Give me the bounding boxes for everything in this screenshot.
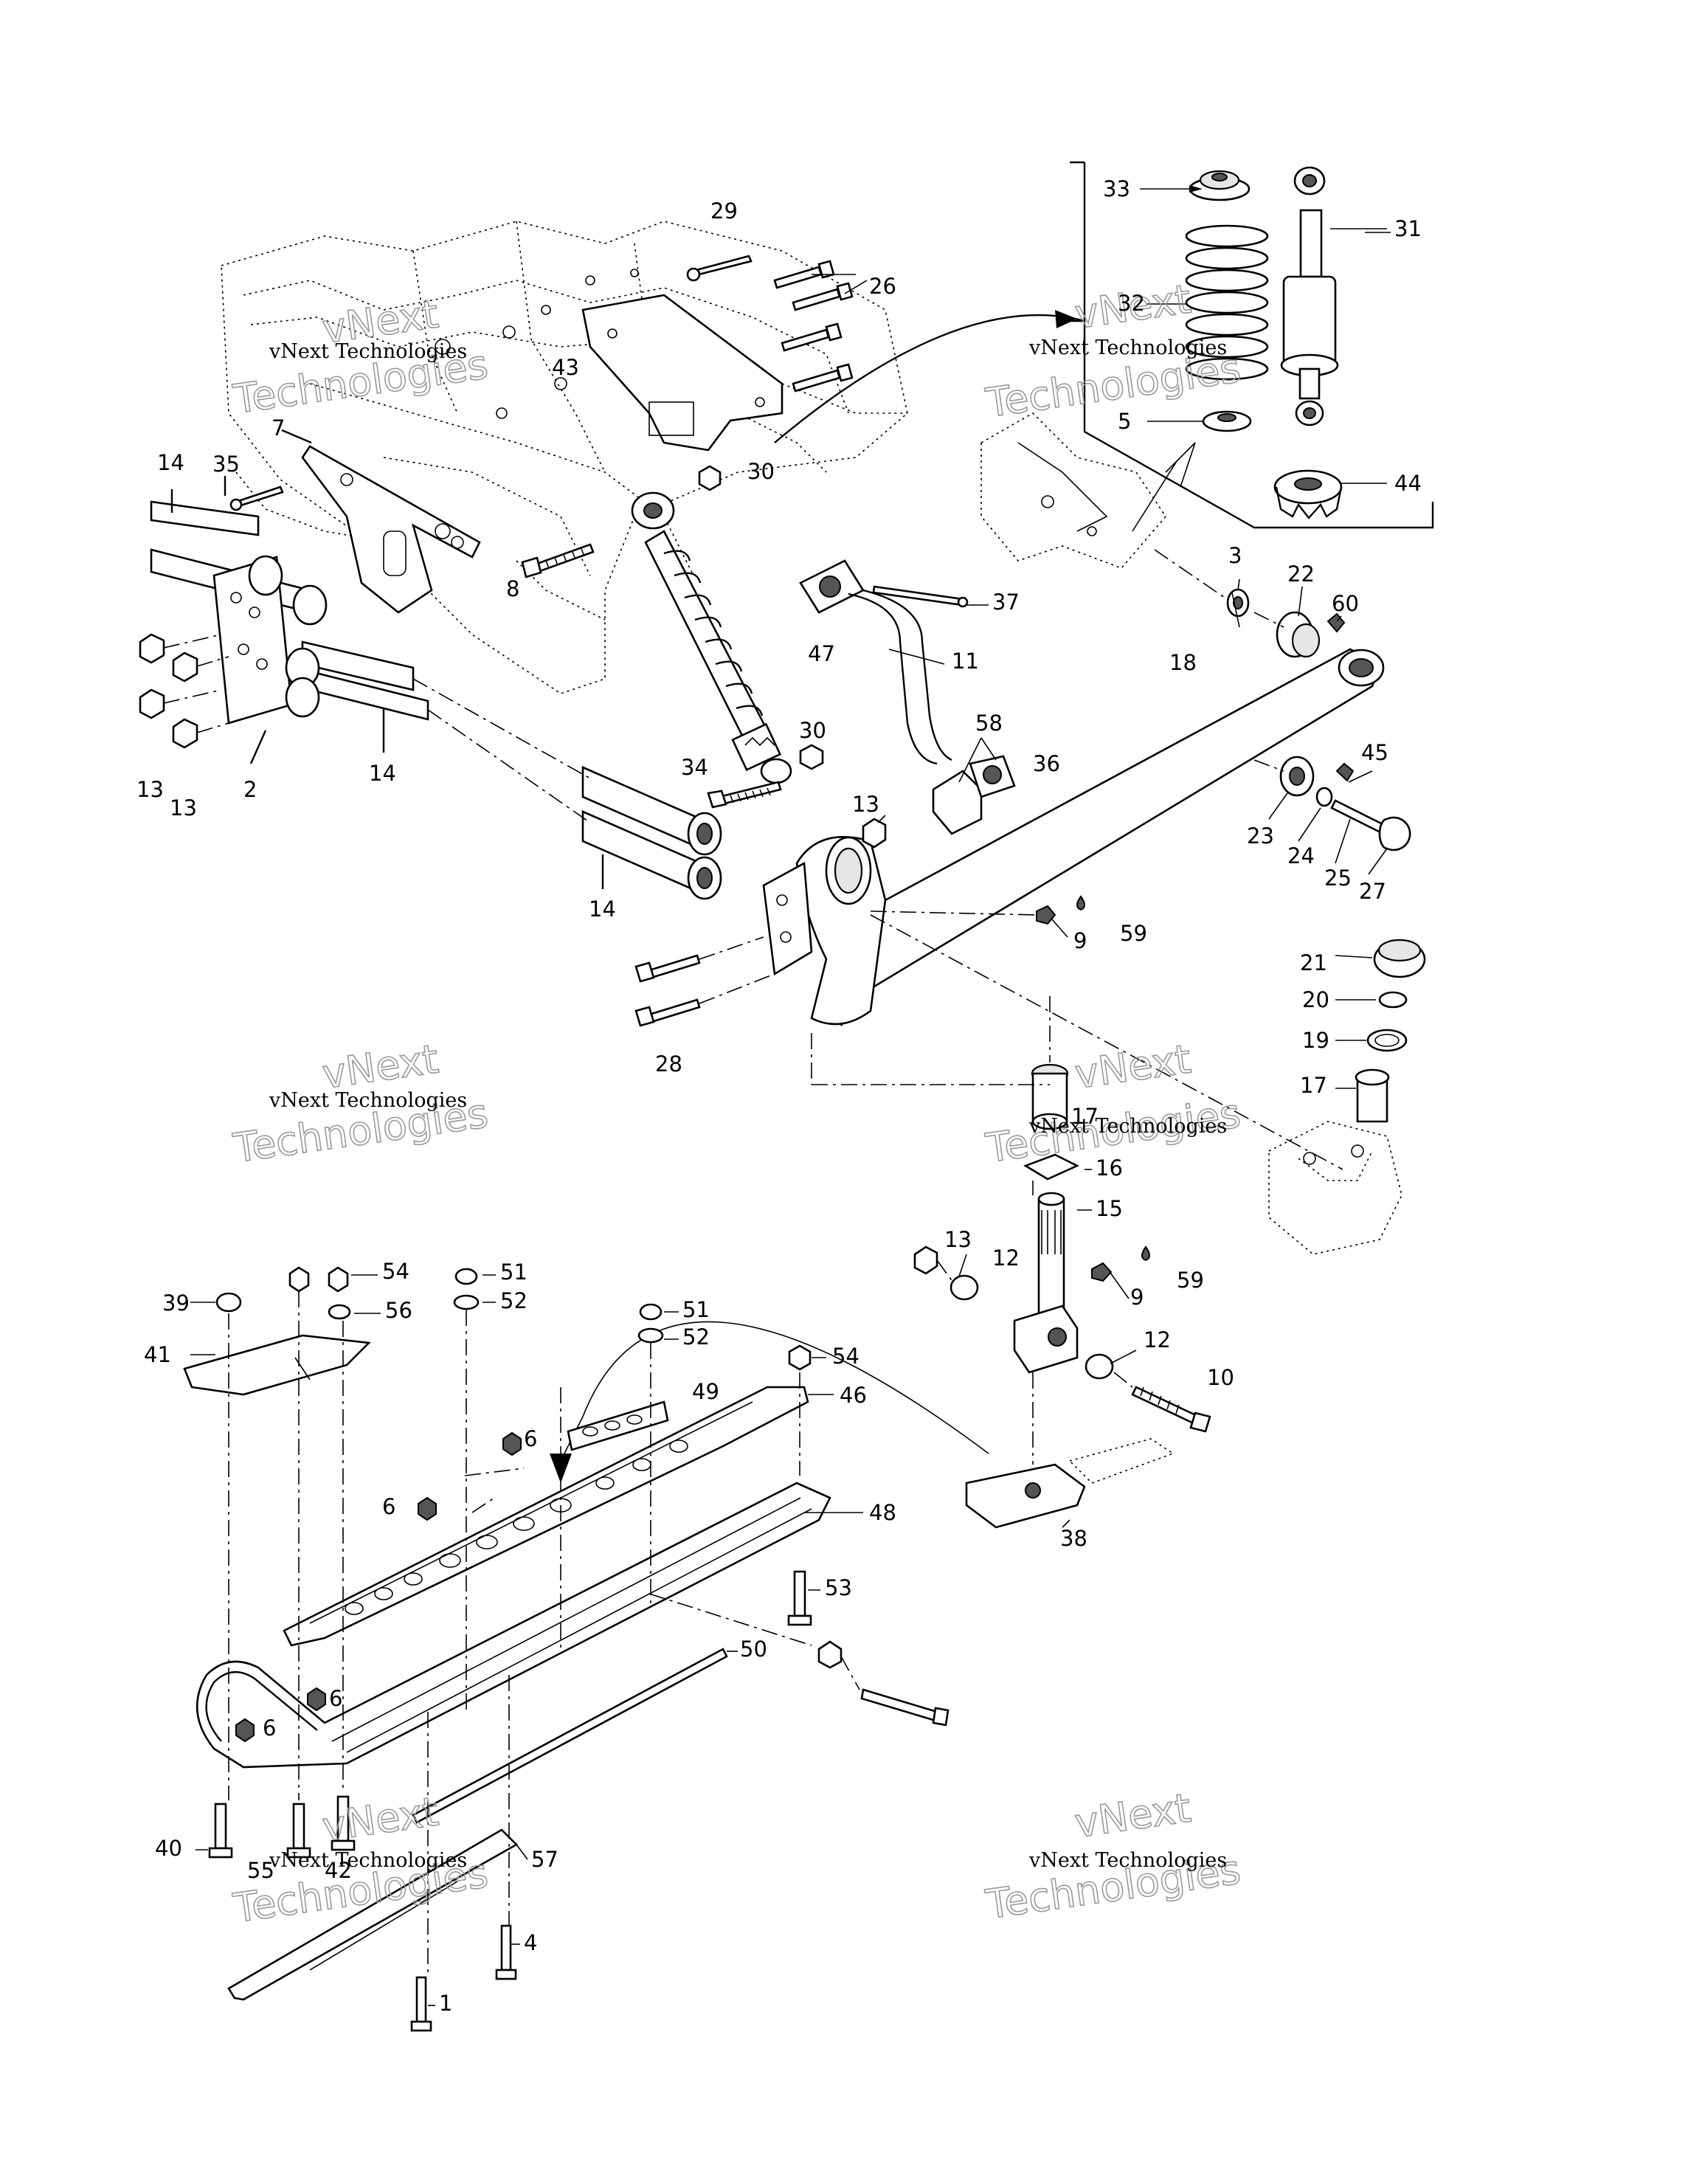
- svg-text:vNext Technologies: vNext Technologies: [269, 1849, 467, 1872]
- svg-text:vNext: vNext: [1072, 1785, 1194, 1847]
- callout-9b: 9: [1130, 1285, 1144, 1310]
- callout-26: 26: [869, 274, 896, 299]
- callout-13b: 13: [170, 795, 197, 820]
- callout-19: 19: [1302, 1028, 1329, 1053]
- callout-53: 53: [825, 1575, 852, 1600]
- callout-31: 31: [1394, 216, 1422, 241]
- callout-1: 1: [439, 1991, 452, 2016]
- callout-33: 33: [1103, 176, 1130, 201]
- callout-51a: 51: [500, 1259, 528, 1285]
- callout-4: 4: [524, 1930, 537, 1955]
- callout-52a: 52: [500, 1288, 528, 1313]
- callout-10: 10: [1207, 1365, 1234, 1390]
- shock-detail-inset: [774, 161, 1434, 529]
- callout-8: 8: [506, 576, 519, 601]
- cross-tubes-and-mount-plate: [139, 429, 722, 900]
- callout-labels: 1 2 3 4 5 6 6 6 6 7 8 9 9 10 11 12 12 13…: [136, 176, 1422, 2016]
- callout-38: 38: [1060, 1526, 1087, 1551]
- svg-text:vNext Technologies: vNext Technologies: [269, 1089, 467, 1112]
- svg-text:vNext Technologies: vNext Technologies: [1028, 1849, 1227, 1872]
- callout-13d: 13: [944, 1227, 972, 1252]
- callout-60: 60: [1332, 591, 1359, 616]
- callout-17a: 17: [1300, 1073, 1327, 1098]
- callout-12b: 12: [1144, 1327, 1171, 1352]
- callout-30b: 30: [799, 718, 826, 743]
- callout-11: 11: [952, 649, 979, 674]
- callout-14b: 14: [369, 761, 396, 786]
- callout-47: 47: [808, 641, 835, 666]
- callout-43: 43: [552, 355, 579, 380]
- sway-bar: [799, 559, 1016, 835]
- callout-17b: 17: [1071, 1104, 1099, 1129]
- callout-6c: 6: [329, 1686, 342, 1711]
- callout-25: 25: [1324, 865, 1352, 891]
- callout-16: 16: [1096, 1155, 1123, 1181]
- svg-text:vNext Technologies: vNext Technologies: [1028, 336, 1227, 359]
- callout-6d: 6: [263, 1715, 276, 1741]
- callout-14a: 14: [157, 450, 184, 475]
- watermark-6: vNext Technologies vNext Technologies: [982, 1784, 1244, 1929]
- watermark-3: vNext Technologies vNext Technologies: [229, 1035, 491, 1172]
- callout-36: 36: [1033, 751, 1060, 776]
- callout-35: 35: [212, 452, 240, 477]
- callout-58: 58: [975, 711, 1003, 736]
- spindle-assembly: [811, 939, 1426, 1529]
- callout-14c: 14: [589, 896, 616, 922]
- callout-54a: 54: [382, 1259, 409, 1284]
- watermark-4: vNext Technologies vNext Technologies: [982, 1035, 1244, 1172]
- right-mount-bracket: [980, 412, 1196, 569]
- callout-9a: 9: [1073, 928, 1087, 953]
- main-shock-absorber: [521, 255, 868, 809]
- svg-text:vNext Technologies: vNext Technologies: [1028, 1115, 1227, 1138]
- callout-46: 46: [840, 1383, 867, 1408]
- trailing-arm: [634, 549, 1411, 1170]
- callout-56: 56: [385, 1298, 412, 1323]
- callout-49: 49: [692, 1379, 719, 1404]
- callout-34: 34: [681, 755, 708, 780]
- callout-7: 7: [271, 415, 285, 440]
- callout-24: 24: [1287, 843, 1315, 868]
- callout-15: 15: [1096, 1196, 1123, 1221]
- callout-21: 21: [1300, 950, 1327, 975]
- callout-12a: 12: [992, 1245, 1020, 1271]
- callout-44: 44: [1394, 471, 1422, 496]
- callout-13a: 13: [136, 777, 164, 802]
- callout-52b: 52: [682, 1324, 710, 1350]
- callout-32: 32: [1118, 291, 1145, 316]
- callout-48: 48: [869, 1500, 896, 1525]
- callout-27: 27: [1359, 879, 1386, 904]
- svg-text:vNext Technologies: vNext Technologies: [269, 340, 467, 363]
- callout-6b: 6: [382, 1494, 395, 1519]
- callout-54b: 54: [832, 1344, 859, 1369]
- callout-28: 28: [655, 1051, 682, 1077]
- callout-5: 5: [1118, 409, 1131, 434]
- callout-22: 22: [1287, 561, 1315, 587]
- ski-assembly: [183, 1266, 989, 2032]
- callout-2: 2: [243, 777, 257, 802]
- callout-13c: 13: [852, 792, 879, 817]
- callout-59a: 59: [1120, 921, 1147, 946]
- callout-55: 55: [247, 1858, 274, 1883]
- callout-3: 3: [1228, 543, 1242, 568]
- callout-57: 57: [531, 1847, 558, 1872]
- callout-37: 37: [992, 590, 1020, 615]
- callout-42: 42: [325, 1858, 352, 1883]
- leader-lines: [190, 232, 1391, 2006]
- callout-30a: 30: [747, 459, 775, 484]
- callout-18: 18: [1169, 650, 1197, 675]
- callout-29: 29: [710, 198, 738, 224]
- callout-6a: 6: [524, 1426, 537, 1451]
- svg-text:vNext: vNext: [1072, 1036, 1194, 1098]
- callout-45: 45: [1361, 740, 1388, 765]
- callout-23: 23: [1247, 823, 1274, 849]
- callout-40: 40: [155, 1836, 182, 1861]
- watermark-1: vNext Technologies vNext Technologies: [229, 290, 491, 424]
- callout-51b: 51: [682, 1297, 710, 1322]
- callout-41: 41: [144, 1342, 171, 1367]
- callout-20: 20: [1302, 987, 1329, 1012]
- callout-50: 50: [740, 1637, 767, 1662]
- callout-39: 39: [162, 1290, 190, 1316]
- callout-59b: 59: [1177, 1268, 1204, 1293]
